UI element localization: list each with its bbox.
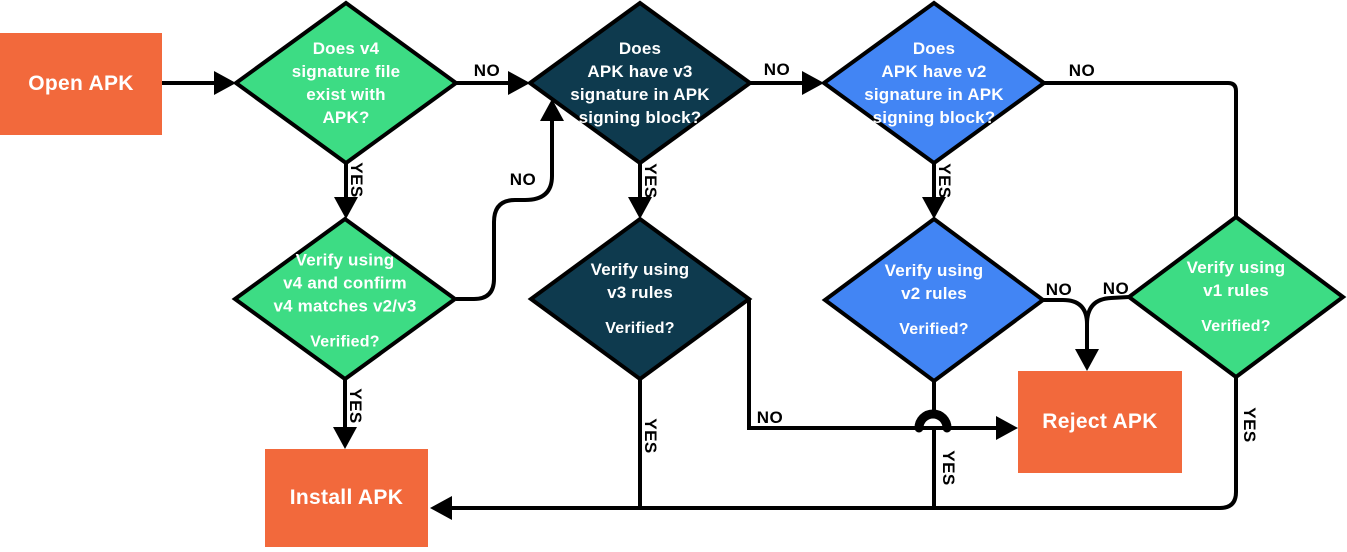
edge-label-no-v2exists: NO (1068, 61, 1096, 80)
arrowhead-into-v3exists (508, 71, 530, 95)
edge-label-yes-v2exists: YES (935, 163, 954, 199)
edge-label-yes-verifyv2: YES (939, 450, 958, 486)
decision-verify-v2-diamond (821, 216, 1047, 384)
arrowhead-into-v2exists (802, 71, 824, 95)
line-hop-bridge (914, 409, 952, 433)
decision-verify-v1-text: Verify using v1 rules Verified? (1186, 258, 1286, 335)
edge-verifyv1-no-merge (1085, 295, 1130, 325)
edge-label-no-verifyv4: NO (509, 170, 537, 189)
edge-label-no-verifyv1: NO (1102, 279, 1130, 298)
decision-v3-exists-text: Does APK have v3 signature in APK signin… (570, 39, 710, 127)
decision-v3-exists-diamond (526, 0, 754, 166)
decision-v4-exists-diamond (232, 0, 460, 166)
arrowhead-into-v4exists (214, 71, 236, 95)
arrowhead-into-verifyv3 (628, 197, 652, 219)
node-reject-apk: Reject APK (1018, 371, 1182, 473)
edge-yes-collector-to-install (452, 377, 1238, 510)
arrowhead-into-install-top (333, 427, 357, 449)
node-install-apk: Install APK (265, 449, 428, 547)
node-open-apk-label: Open APK (28, 72, 134, 95)
edge-label-yes-verifyv4: YES (346, 388, 365, 424)
edge-verifyv4-no-to-v3exists (456, 121, 554, 301)
decision-v2-exists-text: Does APK have v2 signature in APK signin… (864, 39, 1004, 127)
node-reject-apk-label: Reject APK (1042, 410, 1158, 433)
decision-verify-v2-text: Verify using v2 rules Verified? (884, 261, 984, 338)
edge-verifyv2-no-merge (1042, 298, 1089, 351)
decision-verify-v1-diamond (1125, 214, 1347, 380)
decision-v2-exists-diamond (820, 0, 1048, 166)
decision-verify-v3-text: Verify using v3 rules Verified? (590, 260, 690, 337)
arrowhead-into-install-right (430, 496, 452, 520)
edge-label-no-verifyv2: NO (1045, 280, 1073, 299)
arrowhead-into-reject-top (1075, 349, 1099, 371)
edge-label-no-v4exists: NO (473, 61, 501, 80)
edge-v2exists-no-to-v1 (1044, 81, 1238, 217)
node-open-apk: Open APK (0, 33, 162, 135)
edge-label-yes-verifyv1: YES (1240, 407, 1259, 443)
edge-label-yes-verifyv3: YES (641, 418, 660, 454)
decision-verify-v3-diamond (527, 216, 753, 382)
arrowhead-up-into-v3exists (540, 99, 564, 121)
edge-label-yes-v3exists: YES (641, 163, 660, 199)
arrowhead-into-reject-left (996, 416, 1018, 440)
arrowhead-into-verifyv2 (922, 197, 946, 219)
decision-verify-v4-diamond (231, 216, 459, 382)
arrowhead-into-verifyv4 (334, 197, 358, 219)
node-install-apk-label: Install APK (289, 486, 404, 509)
edge-label-no-verifyv3: NO (756, 408, 784, 427)
edge-label-yes-v4exists: YES (347, 162, 366, 198)
edge-label-no-v3exists: NO (763, 60, 791, 79)
decision-v4-exists-text: Does v4 signature file exist with APK? (291, 39, 401, 127)
decision-verify-v4-text: Verify using v4 and confirm v4 matches v… (273, 250, 417, 351)
